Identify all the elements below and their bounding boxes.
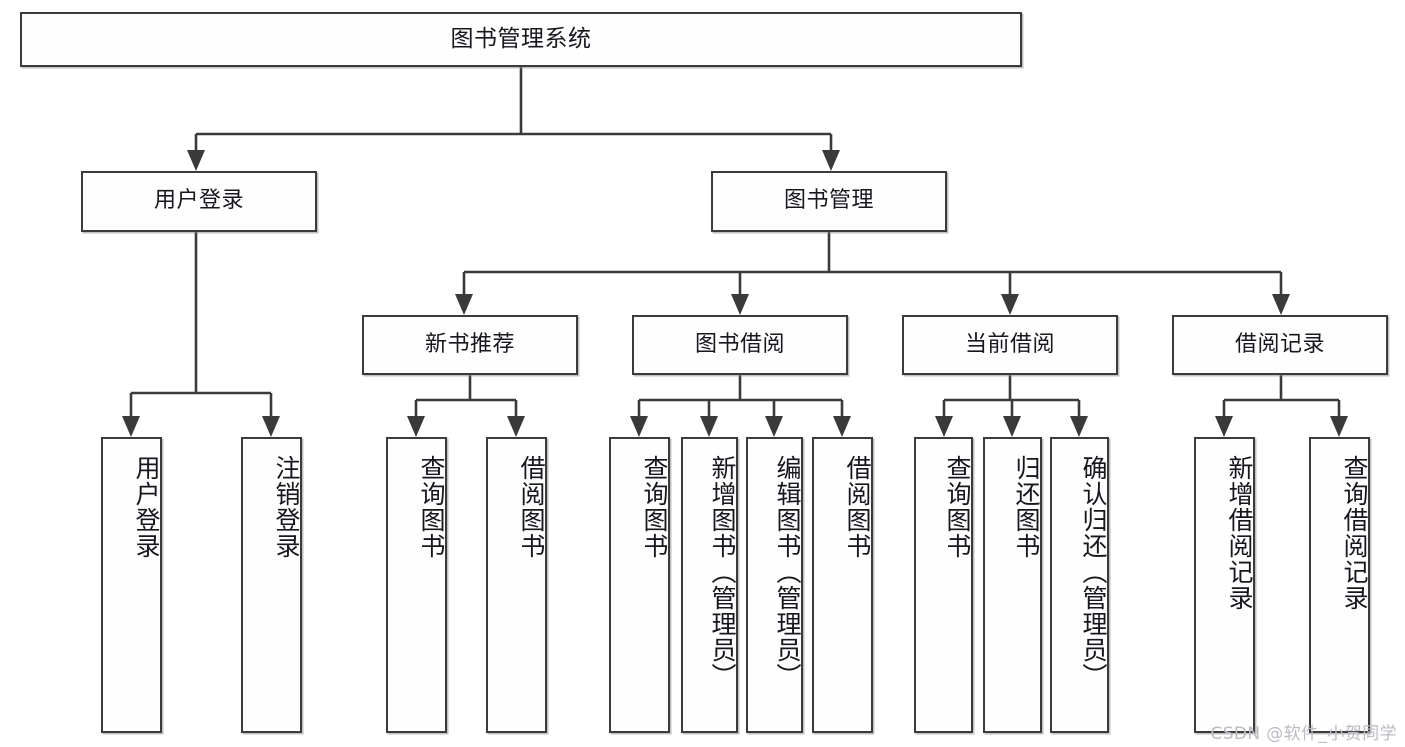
node-root-book-management-system[interactable]: 图书管理系统 [20,12,1022,67]
leaf-book-borrow-add[interactable]: 新增图书（管理员） [681,437,738,733]
node-current-borrow[interactable]: 当前借阅 [902,315,1118,375]
leaf-borrow-record-query[interactable]: 查询借阅记录 [1309,437,1370,733]
node-label: 借阅图书 [843,455,872,559]
node-book-borrow[interactable]: 图书借阅 [632,315,848,375]
node-label: 用户登录 [153,188,244,214]
node-label: 借阅图书 [517,455,546,559]
node-label: 注销登录 [272,455,301,559]
node-label: 新增图书（管理员） [708,455,737,689]
leaf-current-borrow-return[interactable]: 归还图书 [983,437,1042,733]
csdn-watermark: CSDN @软件_小贺同学 [1210,724,1397,744]
leaf-current-borrow-query[interactable]: 查询图书 [914,437,973,733]
node-label: 图书管理系统 [450,25,592,52]
node-label: 新书推荐 [424,331,515,357]
node-book-management[interactable]: 图书管理 [711,171,947,232]
node-label: 归还图书 [1012,455,1041,559]
leaf-new-book-query[interactable]: 查询图书 [386,437,447,733]
leaf-book-borrow-edit[interactable]: 编辑图书（管理员） [746,437,803,733]
node-label: 借阅记录 [1234,331,1325,357]
node-label: 编辑图书（管理员） [773,455,802,689]
node-label: 当前借阅 [964,331,1055,357]
node-label: 图书借阅 [694,331,785,357]
node-new-book-recommend[interactable]: 新书推荐 [362,315,578,375]
leaf-borrow-record-add[interactable]: 新增借阅记录 [1194,437,1255,733]
leaf-book-borrow-query[interactable]: 查询图书 [609,437,670,733]
node-label: 查询图书 [417,455,446,559]
node-label: 确认归还（管理员） [1079,455,1108,689]
leaf-user-login-signout[interactable]: 注销登录 [241,437,302,733]
node-user-login[interactable]: 用户登录 [81,171,317,232]
node-label: 查询图书 [640,455,669,559]
node-borrow-record[interactable]: 借阅记录 [1172,315,1388,375]
node-label: 查询借阅记录 [1340,455,1369,611]
leaf-book-borrow-borrow[interactable]: 借阅图书 [812,437,873,733]
leaf-new-book-borrow[interactable]: 借阅图书 [486,437,547,733]
leaf-current-borrow-confirm-return[interactable]: 确认归还（管理员） [1050,437,1109,733]
node-label: 新增借阅记录 [1225,455,1254,611]
leaf-user-login-signin[interactable]: 用户登录 [101,437,162,733]
node-label: 图书管理 [783,188,874,214]
node-label: 用户登录 [132,455,161,559]
node-label: 查询图书 [943,455,972,559]
